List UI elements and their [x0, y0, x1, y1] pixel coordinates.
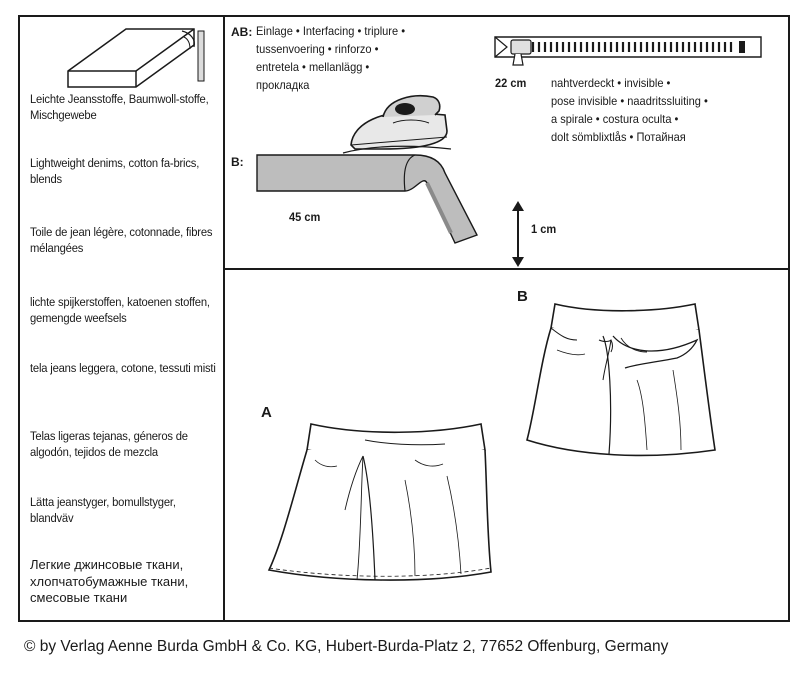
fabric-description: Lightweight denims, cotton fa-brics, ble…: [30, 156, 200, 186]
view-b-label: B: [517, 288, 528, 305]
view-a-label: A: [261, 404, 272, 421]
fabric-text-es: Telas ligeras tejanas, géneros de algodó…: [30, 428, 220, 460]
pattern-envelope-frame: Leichte Jeansstoffe, Baumwoll-stoffe, Mi…: [18, 15, 790, 622]
interfacing-line: entretela • mellanlägg •: [256, 60, 370, 74]
interfacing-line: Einlage • Interfacing • triplure •: [256, 24, 406, 38]
skirt-view-a-drawing: [267, 423, 492, 581]
tape-length: 45 cm: [289, 210, 321, 224]
zipper-line: nahtverdeckt • invisible •: [551, 76, 671, 90]
width-arrow-icon: [512, 201, 524, 267]
interfacing-line: прокладка: [256, 78, 310, 92]
fabric-description: Toile de jean légère, cotonnade, fibres …: [30, 225, 213, 255]
interfacing-line: tussenvoering • rinforzo •: [256, 42, 379, 56]
bias-tape-icon: [256, 154, 478, 244]
zipper-line: dolt sömblixtlås • Потайная: [551, 130, 686, 144]
fabric-bolt-icon: [67, 28, 205, 88]
fabric-text-ru: Легкие джинсовые ткани, хлопчатобумажные…: [30, 557, 220, 607]
views-panel: B A: [225, 270, 788, 620]
fabric-description: Leichte Jeansstoffe, Baumwoll-stoffe, Mi…: [30, 92, 209, 122]
notions-panel: AB: Einlage • Interfacing • triplure • t…: [225, 17, 788, 270]
fabric-description: Легкие джинсовые ткани, хлопчатобумажные…: [30, 557, 189, 605]
fabric-text-en: Lightweight denims, cotton fa-brics, ble…: [30, 155, 220, 187]
fabric-description: tela jeans leggera, cotone, tessuti mist…: [30, 361, 216, 375]
zipper-length: 22 cm: [495, 76, 527, 90]
zipper-icon: [494, 36, 762, 66]
view-b-notions-label: B:: [231, 155, 244, 169]
zipper-line: pose invisible • naadritssluiting •: [551, 94, 708, 108]
fabric-text-it: tela jeans leggera, cotone, tessuti mist…: [30, 360, 220, 376]
iron-icon: [342, 95, 452, 154]
fabric-description: Lätta jeanstyger, bomullstyger, blandväv: [30, 495, 176, 525]
fabric-description: lichte spijkerstoffen, katoenen stoffen,…: [30, 295, 210, 325]
fabric-text-nl: lichte spijkerstoffen, katoenen stoffen,…: [30, 294, 220, 326]
skirt-view-b-drawing: [526, 303, 716, 457]
fabric-description: Telas ligeras tejanas, géneros de algodó…: [30, 429, 188, 459]
copyright-notice: © by Verlag Aenne Burda GmbH & Co. KG, H…: [24, 638, 669, 655]
fabric-text-fr: Toile de jean légère, cotonnade, fibres …: [30, 224, 220, 256]
view-ab-label: AB:: [231, 25, 253, 39]
tape-width: 1 cm: [531, 222, 557, 236]
zipper-line: a spirale • costura oculta •: [551, 112, 679, 126]
fabric-column: Leichte Jeansstoffe, Baumwoll-stoffe, Mi…: [20, 17, 225, 620]
fabric-text-de: Leichte Jeansstoffe, Baumwoll-stoffe, Mi…: [30, 91, 220, 123]
fabric-text-sv: Lätta jeanstyger, bomullstyger, blandväv: [30, 494, 220, 526]
